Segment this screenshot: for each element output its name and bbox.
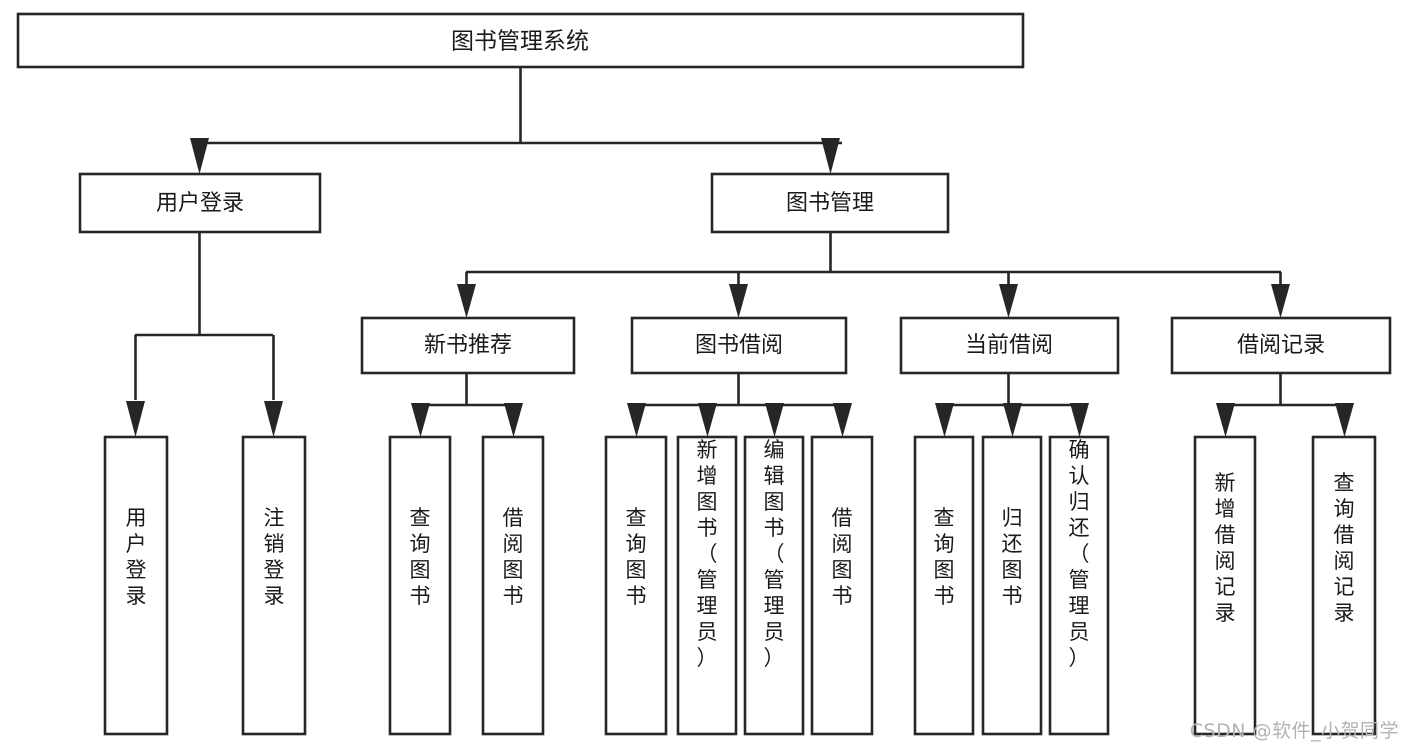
node-leaf-query-book-1-label: 查询图书 <box>410 506 431 608</box>
arrow-head-book-manage <box>821 138 840 174</box>
node-borrow-record-box[interactable] <box>1170 316 1392 375</box>
node-borrow-record-label: 借阅记录 <box>1237 333 1325 358</box>
node-leaf-borrow-book-1-box[interactable] <box>481 435 545 736</box>
node-leaf-query-book-3[interactable]: 查询图书 <box>913 435 975 736</box>
arrow-head-leaf-return-book <box>1003 403 1022 437</box>
node-leaf-user-login-label: 用户登录 <box>126 506 147 608</box>
node-user-login[interactable]: 用户登录 <box>78 172 322 234</box>
node-leaf-add-book-box[interactable] <box>676 435 738 736</box>
node-book-manage-box[interactable] <box>710 172 950 234</box>
node-leaf-borrow-book-1-label: 借阅图书 <box>503 506 524 608</box>
node-book-borrow-label: 图书借阅 <box>695 333 783 358</box>
arrow-head-new-book-rec <box>457 284 476 318</box>
node-leaf-query-book-3-box[interactable] <box>913 435 975 736</box>
node-new-book-rec-label: 新书推荐 <box>424 333 512 358</box>
node-leaf-edit-book-label: 编辑图书（管理员） <box>764 438 785 670</box>
node-book-borrow-box[interactable] <box>630 316 848 375</box>
node-leaf-user-login-box[interactable] <box>103 435 169 736</box>
node-leaf-query-record-label: 查询借阅记录 <box>1334 471 1355 625</box>
node-leaf-confirm-return-label: 确认归还（管理员） <box>1069 438 1090 670</box>
connector-group-book-manage <box>457 232 1290 318</box>
connector-group-new-book-rec <box>411 373 523 437</box>
arrow-head-leaf-add-record <box>1216 403 1235 437</box>
node-leaf-borrow-book-2-label: 借阅图书 <box>832 506 853 608</box>
node-new-book-rec-box[interactable] <box>360 316 576 375</box>
node-leaf-borrow-book-1[interactable]: 借阅图书 <box>481 435 545 736</box>
node-leaf-add-book-label: 新增图书（管理员） <box>697 438 718 670</box>
arrow-head-leaf-query-book-1 <box>411 403 430 437</box>
connector-group-root <box>190 67 842 174</box>
node-leaf-edit-book-box[interactable] <box>743 435 805 736</box>
node-leaf-query-book-3-label: 查询图书 <box>934 506 955 608</box>
node-leaf-add-book[interactable]: 新增图书（管理员） <box>676 435 738 736</box>
arrow-head-leaf-add-book <box>698 403 717 437</box>
node-leaf-logout-label: 注销登录 <box>264 506 285 608</box>
node-current-borrow-label: 当前借阅 <box>965 333 1053 358</box>
arrow-head-book-borrow <box>729 284 748 318</box>
connector-group-user-login <box>126 232 283 437</box>
connector-group-current-borrow <box>935 373 1089 437</box>
node-leaf-confirm-return[interactable]: 确认归还（管理员） <box>1048 435 1110 736</box>
node-leaf-add-record-box[interactable] <box>1193 435 1257 736</box>
node-user-login-label: 用户登录 <box>156 191 244 216</box>
node-book-borrow[interactable]: 图书借阅 <box>630 316 848 375</box>
arrow-head-leaf-query-book-3 <box>935 403 954 437</box>
arrow-head-leaf-query-record <box>1335 403 1354 437</box>
node-current-borrow-box[interactable] <box>899 316 1120 375</box>
node-leaf-user-login[interactable]: 用户登录 <box>103 435 169 736</box>
arrow-head-user-login <box>190 138 209 174</box>
node-root-label: 图书管理系统 <box>451 29 589 55</box>
node-leaf-add-record[interactable]: 新增借阅记录 <box>1193 435 1257 736</box>
node-leaf-return-book-label: 归还图书 <box>1002 506 1023 608</box>
node-book-manage[interactable]: 图书管理 <box>710 172 950 234</box>
node-leaf-edit-book[interactable]: 编辑图书（管理员） <box>743 435 805 736</box>
node-leaf-return-book[interactable]: 归还图书 <box>981 435 1043 736</box>
leaf-nodes-group: 用户登录 注销登录 查询图书 借阅图书 查询图书 新增图书（管理员） <box>103 435 1377 736</box>
connector-group-book-borrow <box>627 373 852 437</box>
arrow-head-leaf-user-login <box>126 401 145 437</box>
node-leaf-query-record[interactable]: 查询借阅记录 <box>1311 435 1377 736</box>
node-leaf-borrow-book-2[interactable]: 借阅图书 <box>810 435 874 736</box>
node-leaf-add-record-label: 新增借阅记录 <box>1215 471 1236 625</box>
node-leaf-borrow-book-2-box[interactable] <box>810 435 874 736</box>
node-root[interactable]: 图书管理系统 <box>16 12 1025 69</box>
arrow-head-leaf-confirm-return <box>1070 403 1089 437</box>
node-current-borrow[interactable]: 当前借阅 <box>899 316 1120 375</box>
node-leaf-return-book-box[interactable] <box>981 435 1043 736</box>
arrow-head-leaf-query-book-2 <box>627 403 646 437</box>
node-leaf-logout-box[interactable] <box>241 435 307 736</box>
node-leaf-confirm-return-box[interactable] <box>1048 435 1110 736</box>
node-new-book-rec[interactable]: 新书推荐 <box>360 316 576 375</box>
node-leaf-query-book-1[interactable]: 查询图书 <box>388 435 452 736</box>
arrow-head-borrow-record <box>1271 284 1290 318</box>
node-book-manage-label: 图书管理 <box>786 191 874 216</box>
node-leaf-query-book-2[interactable]: 查询图书 <box>604 435 668 736</box>
node-root-box[interactable] <box>16 12 1025 69</box>
arrow-head-leaf-borrow-book-2 <box>833 403 852 437</box>
node-leaf-query-book-2-box[interactable] <box>604 435 668 736</box>
node-borrow-record[interactable]: 借阅记录 <box>1170 316 1392 375</box>
arrow-head-leaf-logout <box>264 401 283 437</box>
node-leaf-query-book-2-label: 查询图书 <box>626 506 647 608</box>
arrow-head-leaf-edit-book <box>765 403 784 437</box>
connector-group-borrow-record <box>1216 373 1354 437</box>
arrow-head-current-borrow <box>999 284 1018 318</box>
arrow-head-leaf-borrow-book-1 <box>504 403 523 437</box>
node-leaf-query-record-box[interactable] <box>1311 435 1377 736</box>
node-leaf-query-book-1-box[interactable] <box>388 435 452 736</box>
node-leaf-logout[interactable]: 注销登录 <box>241 435 307 736</box>
node-user-login-box[interactable] <box>78 172 322 234</box>
